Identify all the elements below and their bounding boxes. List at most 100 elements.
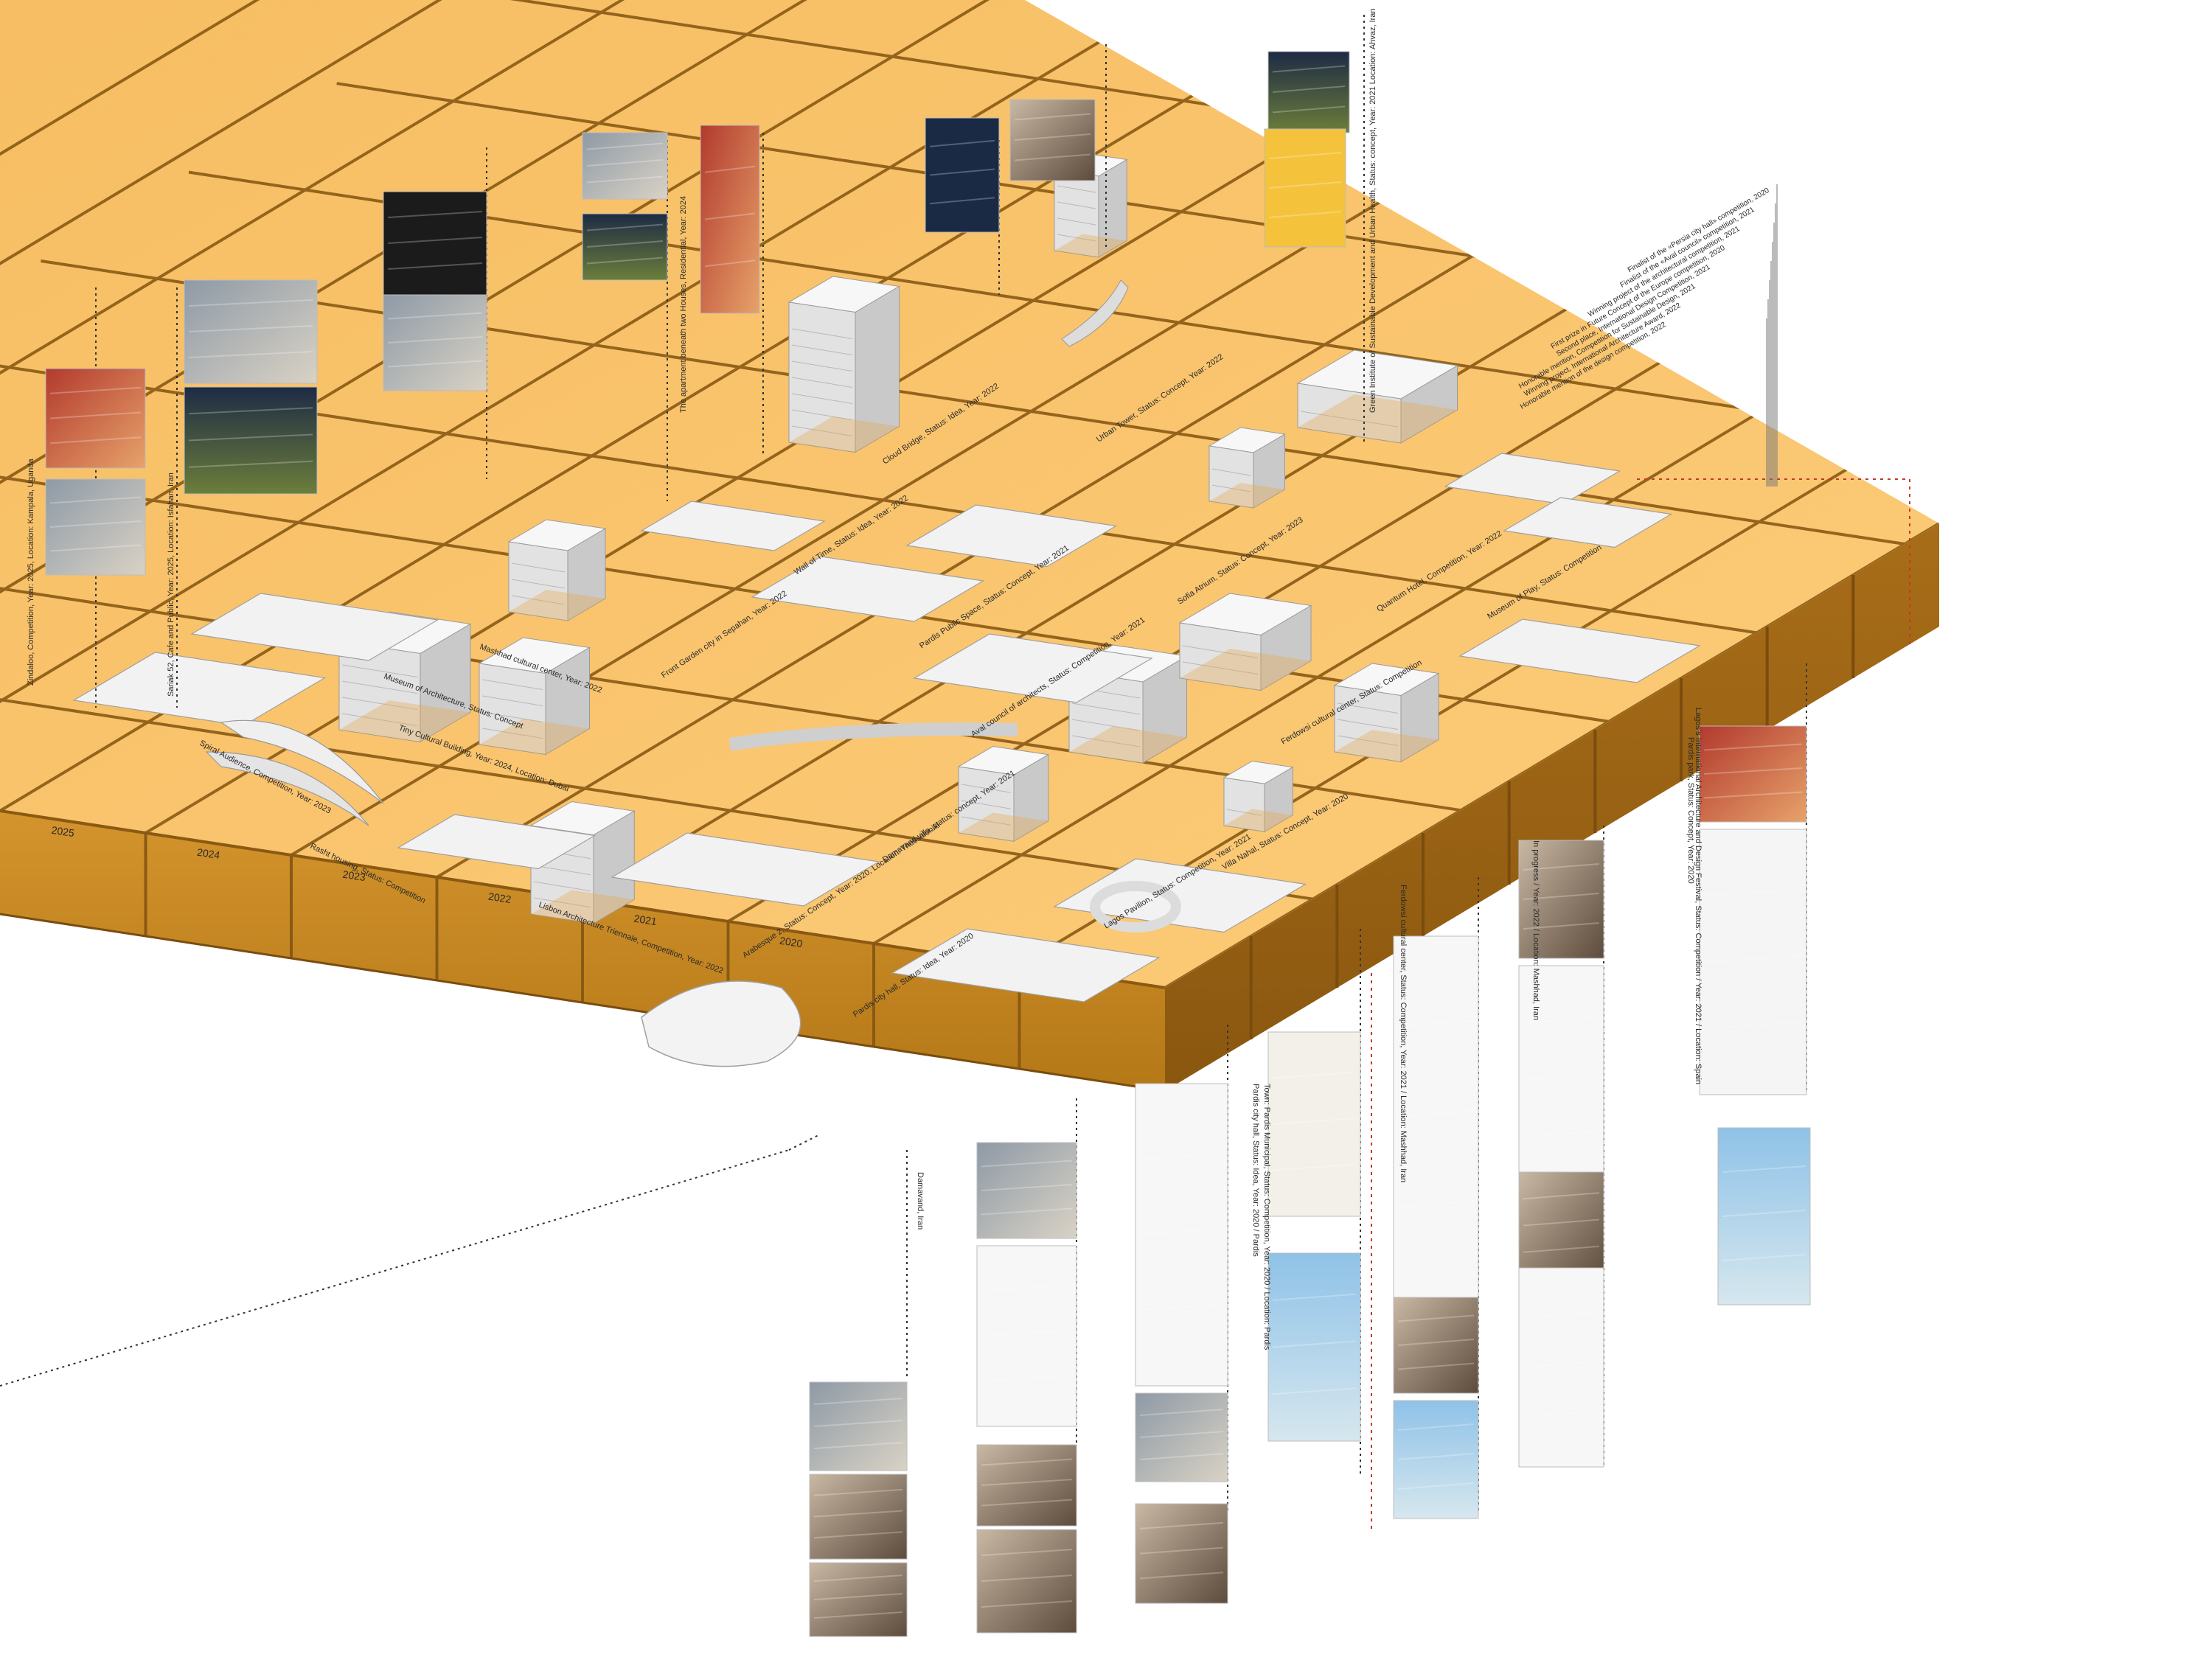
- panel-texture: [586, 223, 664, 231]
- exterior-render-panel: [809, 1562, 908, 1637]
- panel-texture: [1397, 1314, 1475, 1322]
- panel-frame: [1393, 935, 1479, 1298]
- panel-texture: [981, 1329, 1073, 1337]
- panel-frame: [45, 368, 146, 469]
- grid-line: [0, 0, 1413, 768]
- panel-texture: [188, 325, 313, 332]
- panel-texture: [1722, 1165, 1806, 1173]
- model-floor-line: [511, 595, 566, 605]
- exploded-axon-panel: [1264, 128, 1346, 248]
- model-floor-line: [791, 393, 853, 404]
- panel-texture: [1397, 1019, 1475, 1028]
- panel-texture: [981, 1207, 1073, 1216]
- model-floor-line: [1211, 468, 1251, 476]
- pavilion-photo-panel: [1699, 725, 1807, 823]
- plaza-aerial-panel: [1717, 1127, 1811, 1305]
- panel-texture: [981, 1549, 1073, 1556]
- panel-frame: [1135, 1503, 1228, 1604]
- model-side: [545, 646, 590, 756]
- panel-texture: [49, 411, 142, 419]
- architectural-models: [72, 152, 1701, 1067]
- panel-frame: [1267, 1031, 1361, 1217]
- model-floor-line: [1211, 484, 1251, 492]
- panel-texture: [1139, 1431, 1224, 1438]
- panel-texture: [1523, 863, 1600, 871]
- year-label: 2025: [51, 824, 75, 840]
- panel-texture: [1397, 1110, 1475, 1118]
- model-floor-line: [1071, 702, 1141, 715]
- model-floor-line: [1337, 719, 1399, 730]
- aerial-site-plan: [45, 478, 146, 576]
- panel-texture: [1139, 1572, 1224, 1580]
- panel-texture: [981, 1479, 1073, 1486]
- model-floor-line: [341, 713, 418, 726]
- section-sequence-panel: [1518, 1267, 1604, 1468]
- panel-frame: [582, 213, 668, 281]
- model-reflection: [531, 890, 635, 924]
- facade-greenery-panel: [582, 213, 668, 281]
- panel-frame: [1518, 1171, 1604, 1280]
- photo-interior-red: [45, 368, 146, 469]
- panel-frame: [1518, 965, 1604, 1195]
- panel-texture: [49, 520, 142, 528]
- panel-texture: [1523, 1073, 1600, 1081]
- atrium-render-panel: [976, 1444, 1077, 1527]
- panel-texture: [188, 299, 313, 307]
- panel-texture: [188, 407, 313, 415]
- panel-texture: [1139, 1547, 1224, 1555]
- masterplan-outline: [641, 980, 801, 1067]
- panel-texture: [1272, 1387, 1357, 1395]
- panel-frame: [700, 125, 760, 314]
- panel-texture: [1268, 152, 1342, 159]
- site-plate: [1458, 618, 1701, 683]
- bridge-model: [728, 722, 1018, 751]
- panel-texture: [1523, 1410, 1600, 1418]
- model-floor-line: [481, 728, 543, 739]
- panel-texture: [1523, 922, 1600, 930]
- panel-texture: [1397, 1453, 1475, 1460]
- project-label: Sariak 52, Cafe and Public, Year: 2025, …: [167, 473, 175, 697]
- panel-frame: [383, 294, 487, 391]
- model-side: [1253, 433, 1285, 509]
- panel-texture: [1268, 211, 1342, 218]
- panel-texture: [981, 1499, 1073, 1507]
- panel-texture: [813, 1575, 903, 1582]
- small-blocks-model: [397, 814, 597, 870]
- panel-texture: [1397, 1200, 1475, 1208]
- panel-texture: [1272, 1118, 1357, 1125]
- street-render-panel: [1135, 1392, 1228, 1482]
- panel-texture: [1523, 1192, 1600, 1200]
- project-label: Green Institute of Sustainable Developme…: [1368, 8, 1377, 413]
- panel-texture: [188, 460, 313, 468]
- panel-frame: [1518, 840, 1604, 959]
- model-reflection: [789, 416, 900, 453]
- panel-texture: [1523, 1219, 1600, 1227]
- model-floor-line: [341, 664, 418, 677]
- landscape-model: [751, 556, 985, 622]
- panel-texture: [704, 165, 756, 173]
- site-plate: [1444, 453, 1621, 505]
- panel-texture: [1523, 1130, 1600, 1138]
- urban-sequence-panel: [1699, 829, 1807, 1095]
- panel-texture: [1397, 1482, 1475, 1490]
- panel-texture: [387, 336, 483, 344]
- panel-texture: [1397, 1339, 1475, 1346]
- panel-texture: [1272, 1163, 1357, 1171]
- site-plate: [72, 652, 327, 727]
- model-floor-line: [1071, 735, 1141, 747]
- event-render-panel: [184, 386, 318, 495]
- panel-texture: [929, 197, 995, 205]
- panel-texture: [387, 237, 483, 244]
- callout-label: In progress / Year: 2022 / Location: Mas…: [1531, 840, 1540, 1020]
- model-floor-line: [961, 784, 1012, 793]
- shell: [205, 751, 369, 826]
- terrain-model: [905, 504, 1118, 568]
- panel-frame: [925, 117, 1000, 233]
- panel-texture: [813, 1420, 903, 1427]
- building-photo-panel: [809, 1381, 908, 1471]
- panel-texture: [1272, 105, 1346, 114]
- model-floor-line: [341, 697, 418, 710]
- grid-line: [0, 0, 976, 702]
- leader-line: [788, 1134, 819, 1151]
